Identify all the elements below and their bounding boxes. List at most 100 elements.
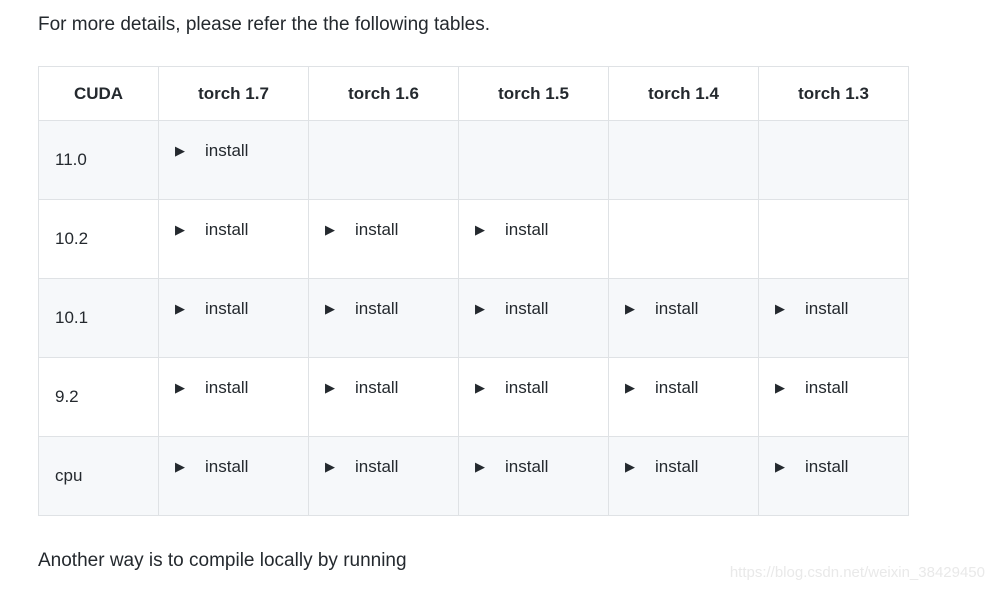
install-summary[interactable]: ▶ install <box>625 457 758 477</box>
install-summary[interactable]: ▶ install <box>475 299 608 319</box>
install-details: ▶install <box>175 299 308 319</box>
outro-text: Another way is to compile locally by run… <box>38 550 407 571</box>
install-details: ▶ install <box>175 378 308 398</box>
install-cell: ▶ install <box>608 436 759 516</box>
install-cell: ▶install <box>308 199 459 279</box>
install-details: ▶ install <box>775 378 908 398</box>
install-details: ▶ install <box>325 378 458 398</box>
play-triangle-icon: ▶ <box>325 380 335 395</box>
install-summary[interactable]: ▶install <box>475 220 608 240</box>
install-summary[interactable]: ▶ install <box>325 457 458 477</box>
install-summary[interactable]: ▶install <box>325 220 458 240</box>
play-triangle-icon: ▶ <box>625 380 635 395</box>
install-link-label: install <box>355 456 399 476</box>
install-cell: ▶ install <box>308 357 459 437</box>
install-details: ▶ install <box>175 457 308 477</box>
install-summary[interactable]: ▶ install <box>625 378 758 398</box>
install-link-label: install <box>355 377 399 397</box>
table-row-10.2: 10.2▶install▶install▶install <box>38 199 909 279</box>
intro-text: For more details, please refer the the f… <box>38 14 491 35</box>
install-summary[interactable]: ▶ install <box>175 220 308 240</box>
install-link-label: install <box>205 219 249 239</box>
play-triangle-icon: ▶ <box>175 222 185 237</box>
install-cell: ▶install <box>458 357 609 437</box>
install-link-label: install <box>655 377 699 397</box>
column-header-torch-1.4: torch 1.4 <box>608 66 759 121</box>
install-link-label: install <box>505 377 549 397</box>
install-link-label: install <box>205 377 249 397</box>
cuda-version-cell: 9.2 <box>38 357 159 437</box>
install-link-label: install <box>505 456 549 476</box>
install-details: ▶ install <box>625 457 758 477</box>
column-header-torch-1.7: torch 1.7 <box>158 66 309 121</box>
play-triangle-icon: ▶ <box>625 459 635 474</box>
play-triangle-icon: ▶ <box>175 459 185 474</box>
install-cell: ▶ install <box>158 199 309 279</box>
install-details: ▶ install <box>775 457 908 477</box>
install-cell: ▶install <box>458 199 609 279</box>
column-header-cuda: CUDA <box>38 66 159 121</box>
install-link-label: install <box>355 298 399 318</box>
table-row-9.2: 9.2▶install▶install▶install▶install▶inst… <box>38 357 909 437</box>
install-summary[interactable]: ▶ install <box>325 378 458 398</box>
install-link-label: install <box>355 219 399 239</box>
install-summary[interactable]: ▶install <box>175 299 308 319</box>
install-link-label: install <box>205 456 249 476</box>
install-cell: ▶ install <box>308 436 459 516</box>
install-details: ▶ install <box>175 141 308 161</box>
play-triangle-icon: ▶ <box>175 143 185 158</box>
install-summary[interactable]: ▶ install <box>775 378 908 398</box>
install-summary[interactable]: ▶ install <box>325 299 458 319</box>
install-details: ▶ install <box>325 299 458 319</box>
install-link-label: install <box>505 298 549 318</box>
install-cell: ▶install <box>608 278 759 358</box>
install-link-label: install <box>655 298 699 318</box>
table-row-cpu: cpu ▶ install ▶ install ▶ install ▶ install ▶ inst… <box>38 436 909 516</box>
watermark-url: https://blog.csdn.net/weixin_38429450 <box>729 564 985 581</box>
install-summary[interactable]: ▶ install <box>775 457 908 477</box>
install-details: ▶install <box>625 299 758 319</box>
install-link-label: install <box>205 140 249 160</box>
play-triangle-icon: ▶ <box>775 380 785 395</box>
install-link-label: install <box>655 456 699 476</box>
install-summary[interactable]: ▶install <box>775 299 908 319</box>
play-triangle-icon: ▶ <box>325 459 335 474</box>
install-summary[interactable]: ▶ install <box>175 378 308 398</box>
install-summary[interactable]: ▶install <box>625 299 758 319</box>
table-row-10.1: 10.1▶install▶install▶install▶install▶ins… <box>38 278 909 358</box>
install-summary[interactable]: ▶install <box>475 378 608 398</box>
column-header-torch-1.3: torch 1.3 <box>758 66 909 121</box>
column-header-torch-1.6: torch 1.6 <box>308 66 459 121</box>
install-details: ▶install <box>325 220 458 240</box>
empty-cell <box>608 199 759 279</box>
install-link-label: install <box>805 456 849 476</box>
play-triangle-icon: ▶ <box>475 459 485 474</box>
install-cell: ▶ install <box>608 357 759 437</box>
cuda-version-cell: cpu <box>38 436 159 516</box>
install-cell: ▶ install <box>758 357 909 437</box>
play-triangle-icon: ▶ <box>775 459 785 474</box>
install-summary[interactable]: ▶ install <box>175 457 308 477</box>
install-link-label: install <box>805 377 849 397</box>
play-triangle-icon: ▶ <box>175 380 185 395</box>
install-details: ▶ install <box>475 299 608 319</box>
install-summary[interactable]: ▶ install <box>475 457 608 477</box>
table-row-11.0: 11.0▶install <box>38 120 909 200</box>
play-triangle-icon: ▶ <box>475 301 485 316</box>
play-triangle-icon: ▶ <box>475 222 485 237</box>
install-details: ▶ install <box>325 457 458 477</box>
install-cell: ▶ install <box>308 278 459 358</box>
install-details: ▶install <box>775 299 908 319</box>
play-triangle-icon: ▶ <box>325 301 335 316</box>
install-cell: ▶ install <box>458 278 609 358</box>
cuda-version-cell: 10.1 <box>38 278 159 358</box>
column-header-torch-1.5: torch 1.5 <box>458 66 609 121</box>
empty-cell <box>758 199 909 279</box>
install-summary[interactable]: ▶ install <box>175 141 308 161</box>
install-cell: ▶ install <box>758 436 909 516</box>
blog-content: For more details, please refer the the f… <box>0 13 993 581</box>
